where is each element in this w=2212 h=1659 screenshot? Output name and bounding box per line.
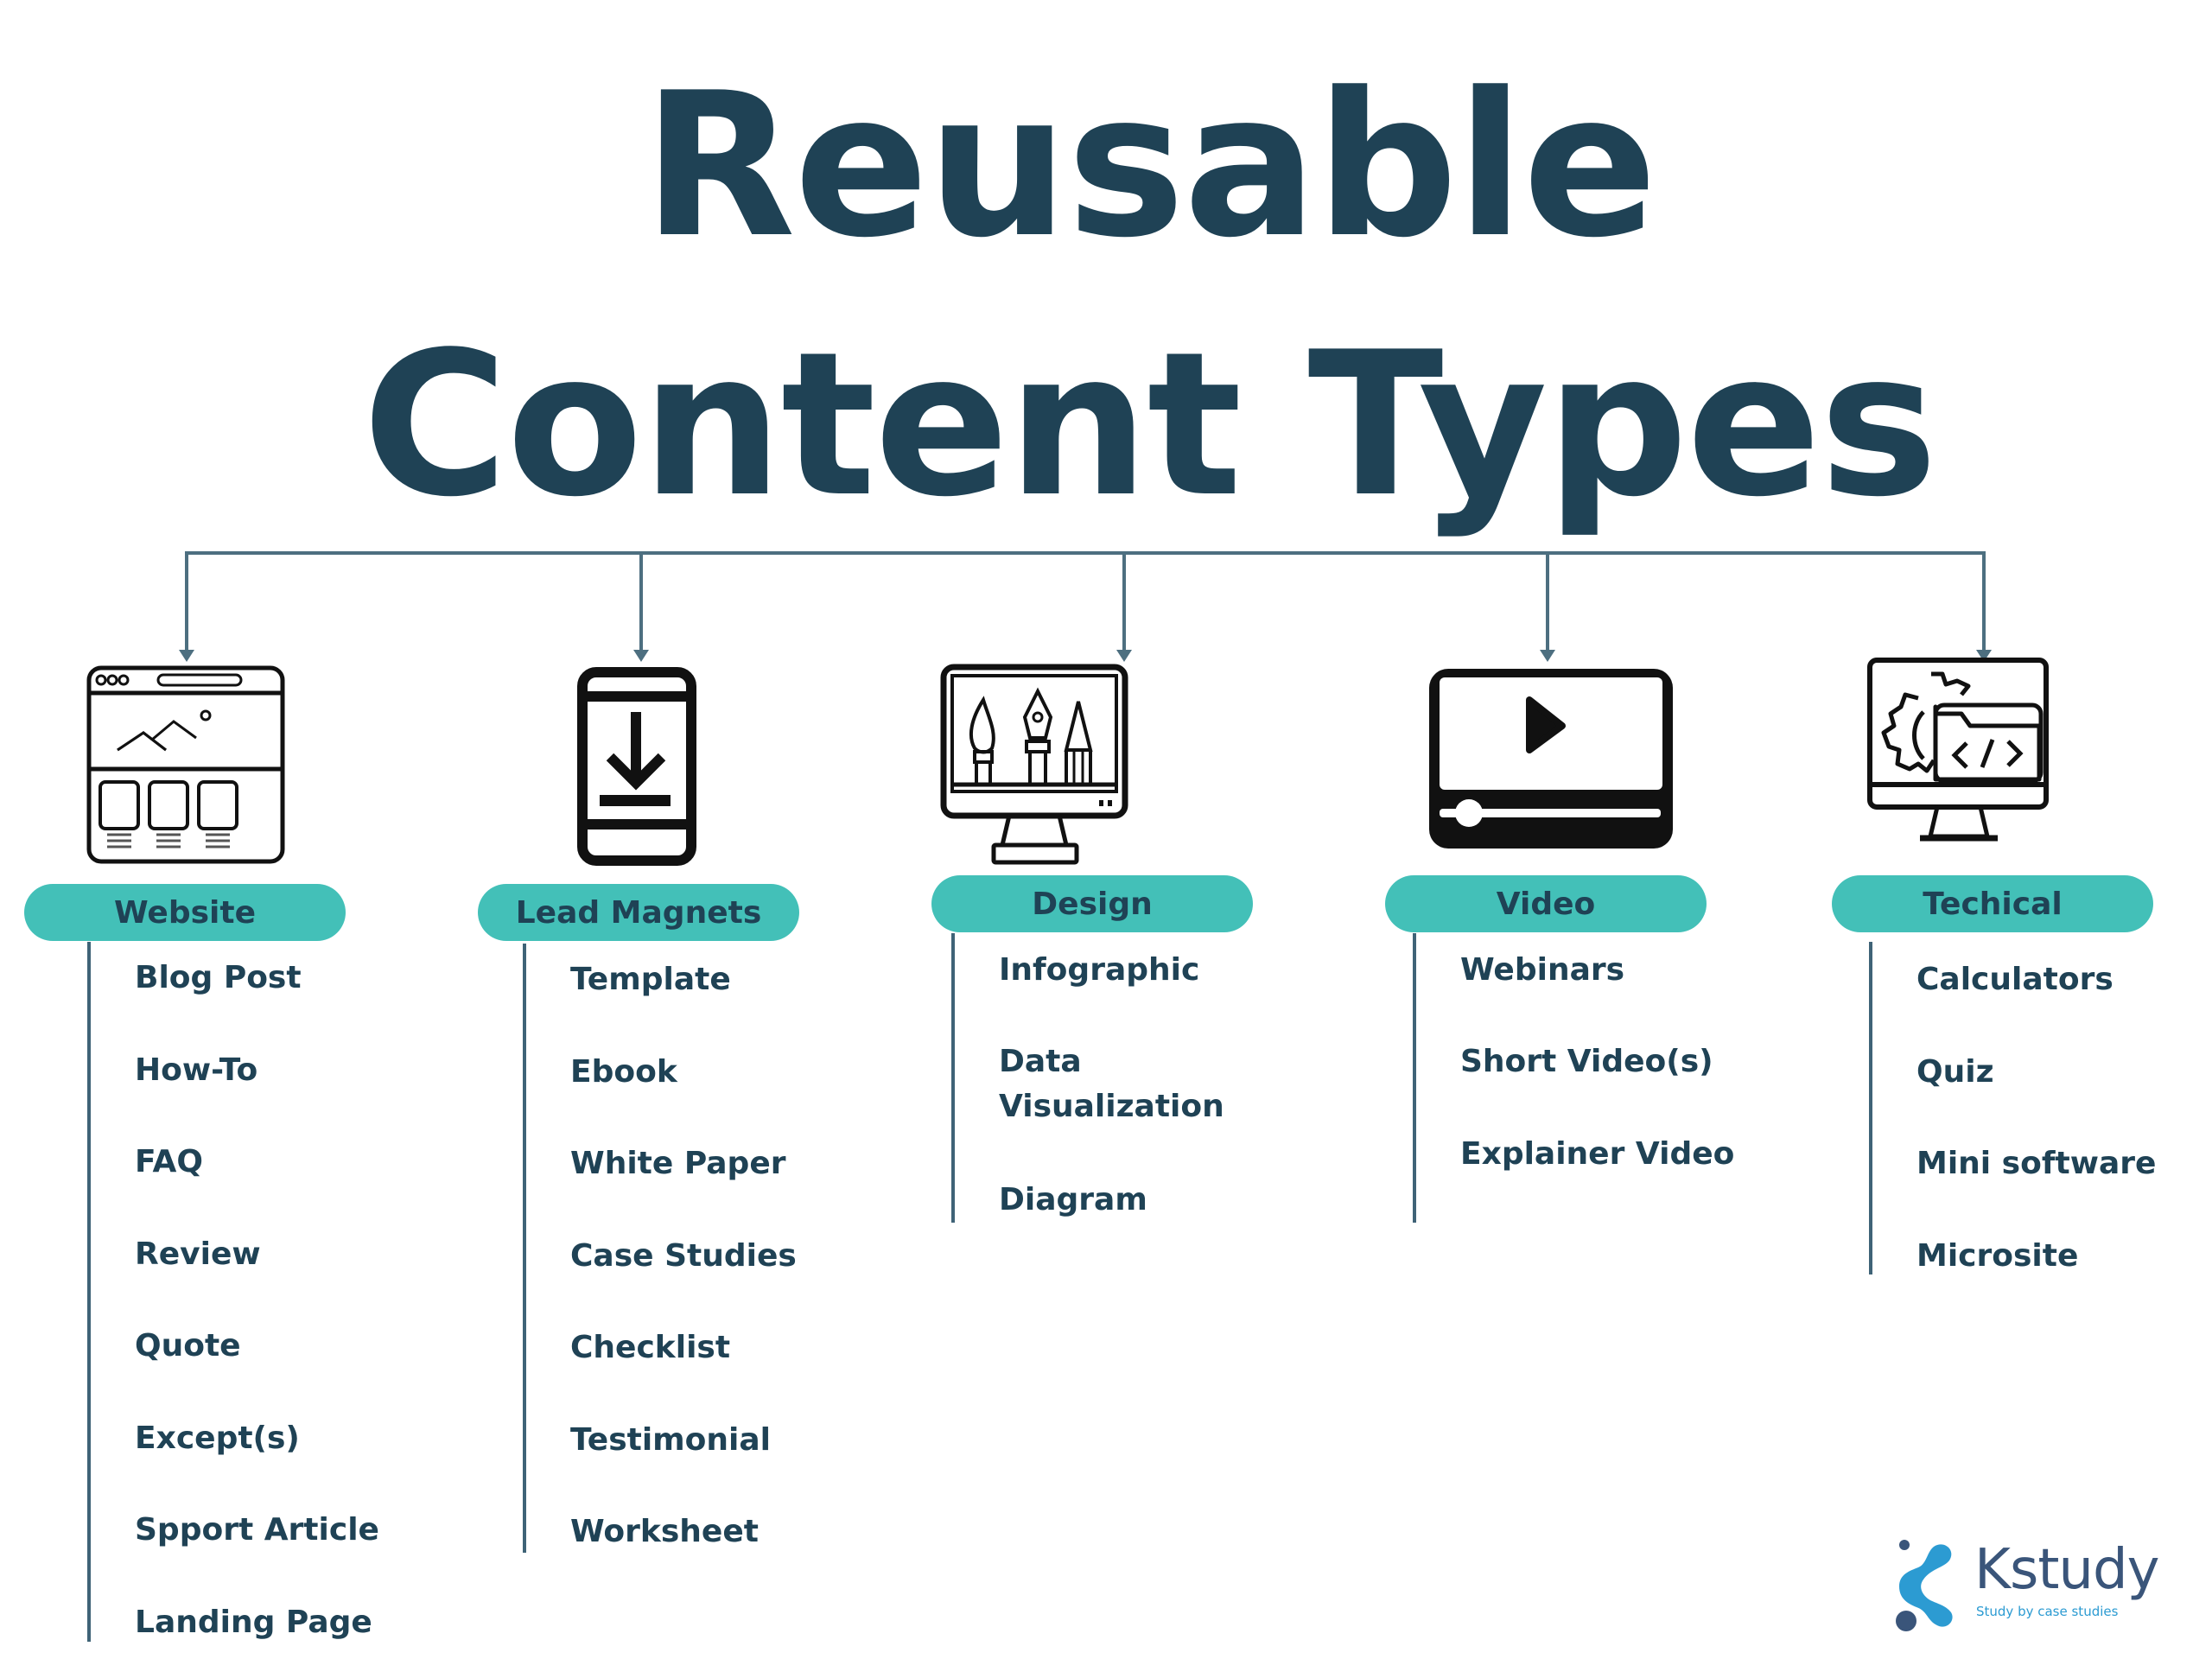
connector-branch-lead-magnets [639,551,643,653]
list-item: Mini software [1916,1146,2157,1181]
list-item: Template [570,962,731,997]
list-item: Testimonial [570,1422,772,1458]
list-line-lead-magnets [523,944,526,1553]
list-item: Worksheet [570,1514,759,1549]
list-item: FAQ [135,1144,203,1179]
list-item: Spport Article [135,1512,379,1548]
list-item: Blog Post [135,960,302,995]
list-item: Explainer Video [1460,1136,1735,1172]
mobile-download-icon [577,667,696,866]
list-line-video [1413,933,1416,1223]
list-line-techical [1869,942,1872,1274]
list-item: Short Video(s) [1460,1044,1713,1079]
category-label: Video [1496,886,1596,922]
monitor-code-gear-icon [1867,658,2049,842]
arrow-down-icon [1540,650,1555,662]
list-item: Microsite [1916,1238,2079,1274]
list-item: Case Studies [570,1238,797,1274]
connector-horizontal [185,551,1986,555]
list-item: Calculators [1916,962,2113,997]
category-pill-video: Video [1385,875,1707,932]
list-item: Landing Page [135,1605,372,1640]
list-item: Quiz [1916,1054,1994,1090]
category-label: Design [1032,886,1153,922]
logo-wordmark: Kstudy [1974,1538,2159,1602]
kstudy-logo-icon [1896,1540,1953,1631]
list-item: Webinars [1460,952,1625,988]
list-item: How-To [135,1052,258,1088]
list-line-website [87,942,91,1642]
category-pill-lead-magnets: Lead Magnets [478,884,799,941]
category-pill-techical: Techical [1832,875,2153,932]
website-layout-icon [86,665,285,864]
list-item: Diagram [999,1182,1147,1217]
arrow-down-icon [179,650,194,662]
list-item: Ebook [570,1054,677,1090]
list-item: White Paper [570,1146,786,1181]
arrow-down-icon [633,650,649,662]
category-label: Lead Magnets [515,894,762,931]
logo-tagline: Study by case studies [1976,1604,2119,1619]
list-item: Quote [135,1328,241,1363]
title-line-2: Content Types [362,310,1937,541]
list-item: Infographic [999,952,1200,988]
list-item: Checklist [570,1330,731,1365]
list-item: Review [135,1236,261,1272]
connector-branch-techical [1982,551,1986,653]
connector-branch-website [185,551,188,653]
list-item: Data Visualization [999,1044,1224,1125]
category-label: Website [113,894,256,931]
arrow-down-icon [1116,650,1132,662]
connector-branch-design [1122,551,1126,653]
video-player-icon [1429,669,1673,849]
connector-branch-video [1546,551,1549,653]
title-line-1: Reusable [642,51,1657,282]
list-line-design [951,933,955,1223]
kstudy-logo: Kstudy Study by case studies [1892,1538,2177,1633]
category-label: Techical [1923,886,2063,922]
category-pill-design: Design [931,875,1253,932]
list-item: Except(s) [135,1421,300,1456]
monitor-design-tools-icon [940,664,1128,865]
category-pill-website: Website [24,884,346,941]
